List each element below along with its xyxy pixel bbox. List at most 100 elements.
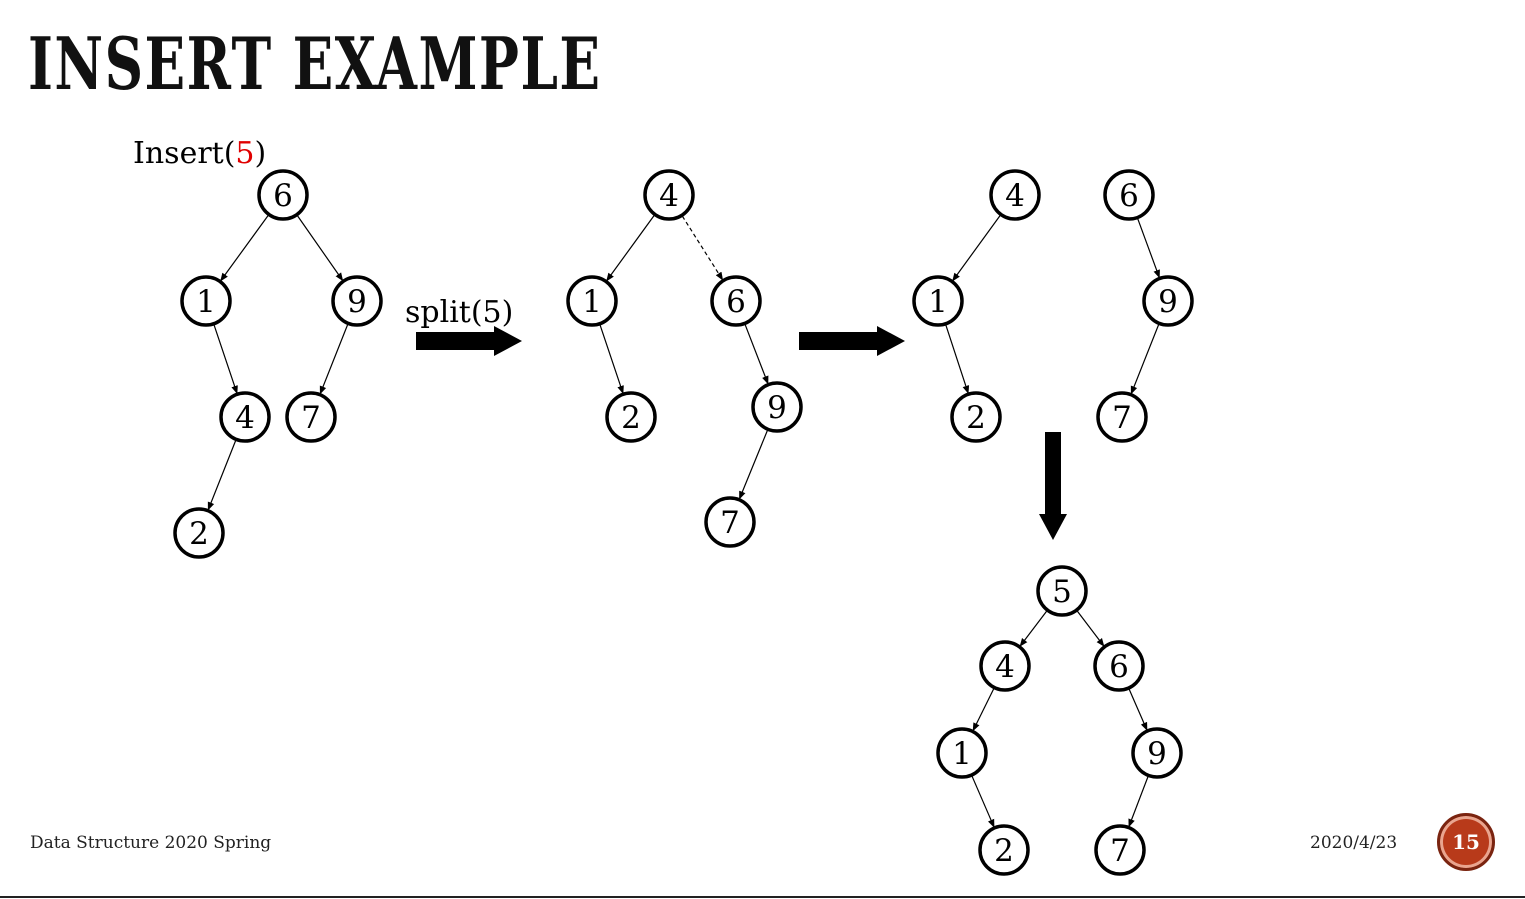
node-label: 2 (994, 833, 1014, 869)
node-circle (1096, 391, 1148, 443)
edge-after-split-9-7 (738, 429, 769, 500)
node-original-2: 2 (173, 507, 225, 559)
node-circle (643, 169, 695, 221)
footer-course: Data Structure 2020 Spring (30, 833, 272, 853)
node-circle (331, 275, 383, 327)
node-circle (936, 727, 988, 779)
slide-title: INSERT EXAMPLE (28, 21, 602, 106)
node-left-part-4: 4 (989, 169, 1041, 221)
edge-original-9-7 (319, 324, 349, 395)
node-original-6: 6 (257, 169, 309, 221)
node-circle (989, 169, 1041, 221)
edge-result-5-4 (1019, 610, 1048, 647)
node-label: 7 (720, 505, 740, 541)
split-label: split(5) (405, 295, 513, 330)
node-label: 9 (1147, 736, 1167, 772)
edge-right-part-9-7 (1130, 324, 1160, 395)
node-label: 1 (582, 284, 602, 320)
node-label: 1 (196, 284, 216, 320)
node-original-1: 1 (180, 275, 232, 327)
edge-after-split-4-1 (606, 214, 655, 282)
merge-down-arrow (1039, 432, 1067, 540)
node-label: 5 (1052, 574, 1072, 610)
node-label: 2 (966, 400, 986, 436)
node-circle (704, 496, 756, 548)
node-label: 6 (726, 284, 746, 320)
node-label: 4 (235, 400, 255, 436)
split-arrow (416, 326, 522, 356)
node-after-split-1: 1 (566, 275, 618, 327)
edge-left-part-4-1 (952, 214, 1001, 282)
node-result-2: 2 (978, 824, 1030, 876)
edge-after-split-6-9 (744, 324, 769, 385)
node-circle (1103, 169, 1155, 221)
node-label: 1 (928, 284, 948, 320)
page-number-badge: 15 (1437, 813, 1495, 871)
edge-result-1-2 (971, 775, 995, 828)
node-result-4: 4 (979, 640, 1031, 692)
node-label: 2 (621, 400, 641, 436)
footer-date: 2020/4/23 (1310, 833, 1398, 853)
node-circle (710, 275, 762, 327)
node-after-split-4: 4 (643, 169, 695, 221)
node-after-split-6: 6 (710, 275, 762, 327)
node-circle (605, 391, 657, 443)
node-right-part-7: 7 (1096, 391, 1148, 443)
node-result-9: 9 (1131, 727, 1183, 779)
insert-value: 5 (235, 136, 254, 171)
node-label: 6 (273, 178, 293, 214)
node-circle (285, 391, 337, 443)
node-label: 4 (659, 178, 679, 214)
node-left-part-2: 2 (950, 391, 1002, 443)
node-circle (257, 169, 309, 221)
edge-right-part-6-9 (1137, 218, 1160, 279)
node-result-7: 7 (1094, 824, 1146, 876)
node-label: 6 (1119, 178, 1139, 214)
node-label: 7 (1110, 833, 1130, 869)
node-circle (1036, 565, 1088, 617)
node-original-7: 7 (285, 391, 337, 443)
edge-original-6-1 (220, 214, 269, 282)
edge-result-9-7 (1128, 776, 1149, 828)
node-result-5: 5 (1036, 565, 1088, 617)
node-label: 9 (767, 390, 787, 426)
node-circle (978, 824, 1030, 876)
node-circle (950, 391, 1002, 443)
bottom-divider (0, 896, 1525, 898)
edge-result-4-1 (972, 688, 995, 732)
node-circle (1094, 824, 1146, 876)
node-after-split-7: 7 (704, 496, 756, 548)
node-label: 7 (1112, 400, 1132, 436)
node-label: 4 (995, 649, 1015, 685)
insert-label: Insert(5) (133, 136, 266, 171)
node-label: 7 (301, 400, 321, 436)
node-right-part-6: 6 (1103, 169, 1155, 221)
node-right-part-9: 9 (1142, 275, 1194, 327)
node-label: 6 (1109, 649, 1129, 685)
edge-original-4-2 (207, 440, 237, 511)
edge-original-1-4 (213, 324, 238, 395)
edge-after-split-4-6 (681, 215, 724, 281)
node-circle (180, 275, 232, 327)
tree-edges (207, 214, 1160, 828)
node-label: 9 (1158, 284, 1178, 320)
node-after-split-2: 2 (605, 391, 657, 443)
node-label: 9 (347, 284, 367, 320)
node-circle (173, 507, 225, 559)
edge-after-split-1-2 (599, 324, 624, 395)
node-after-split-9: 9 (751, 381, 803, 433)
node-circle (912, 275, 964, 327)
edge-original-6-9 (296, 215, 344, 282)
node-label: 1 (952, 736, 972, 772)
node-circle (219, 391, 271, 443)
node-original-9: 9 (331, 275, 383, 327)
node-circle (1142, 275, 1194, 327)
node-left-part-1: 1 (912, 275, 964, 327)
edge-result-5-6 (1076, 610, 1105, 647)
node-circle (1131, 727, 1183, 779)
next-step-arrow (799, 326, 905, 356)
node-original-4: 4 (219, 391, 271, 443)
node-circle (751, 381, 803, 433)
node-circle (979, 640, 1031, 692)
